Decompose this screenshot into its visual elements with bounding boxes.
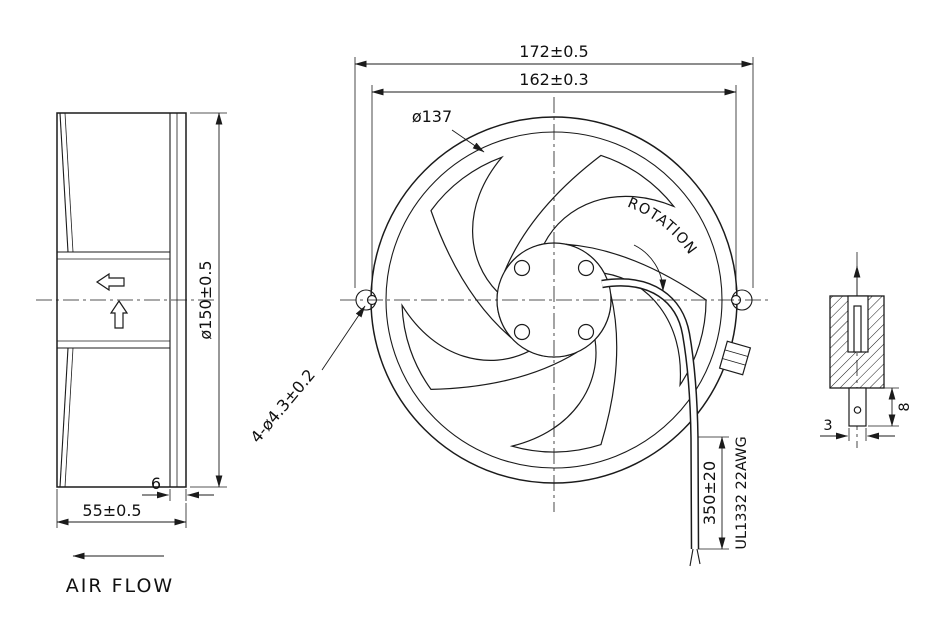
dim-flange-thickness-label: 6 <box>151 474 161 493</box>
rotation-label: ROTATION <box>625 195 699 258</box>
hub-hole <box>513 259 531 277</box>
blade-profile-line <box>59 112 69 253</box>
terminal-block-body <box>718 340 752 376</box>
hub-hole <box>577 259 595 277</box>
dim-mounting-holes-label: 4-ø4.3±0.2 <box>247 365 319 446</box>
airflow-label: AIR FLOW <box>66 575 174 597</box>
dim-terminal-height-label: 8 <box>897 402 913 411</box>
terminal-block-line <box>724 349 749 357</box>
dim-hole-spacing-label: 162±0.3 <box>519 70 588 89</box>
wire-end-strand <box>689 548 694 567</box>
dim-fan-diameter-label: ø150±0.5 <box>196 260 215 339</box>
blade-profile-line <box>64 347 74 488</box>
leader-line-mounting-holes <box>321 305 366 371</box>
airflow-direction-up-icon <box>109 299 129 329</box>
terminal-block-line <box>722 358 746 366</box>
front-view: ROTATION ø137 4-ø4.3±0.2 172±0.5 162±0.3… <box>247 42 770 567</box>
lead-wire-core <box>601 279 698 550</box>
dim-impeller-diameter-label: ø137 <box>412 107 452 126</box>
airflow-direction-left-icon <box>95 272 125 292</box>
rotation-direction-arrow <box>633 244 667 292</box>
blade-profile-line <box>59 347 69 488</box>
wire-spec-label: UL1332 22AWG <box>734 436 750 549</box>
hub-hole <box>577 323 595 341</box>
blade-profile-line <box>64 112 74 253</box>
dim-frame-width-label: 172±0.5 <box>519 42 588 61</box>
wire-end-strand <box>696 548 701 565</box>
dim-fan-depth-label: 55±0.5 <box>82 501 141 520</box>
terminal-detail-view: 8 3 <box>820 252 913 448</box>
side-view: ø150±0.5 6 55±0.5 AIR FLOW <box>36 112 227 597</box>
leader-line-impeller-diameter <box>451 129 485 153</box>
terminal-tab-hole <box>853 406 862 414</box>
terminal-block <box>718 340 752 376</box>
hub-hole <box>513 323 531 341</box>
dim-wire-length-label: 350±20 <box>700 461 719 525</box>
dim-terminal-width-label: 3 <box>823 418 832 434</box>
terminal-pin <box>853 305 862 353</box>
